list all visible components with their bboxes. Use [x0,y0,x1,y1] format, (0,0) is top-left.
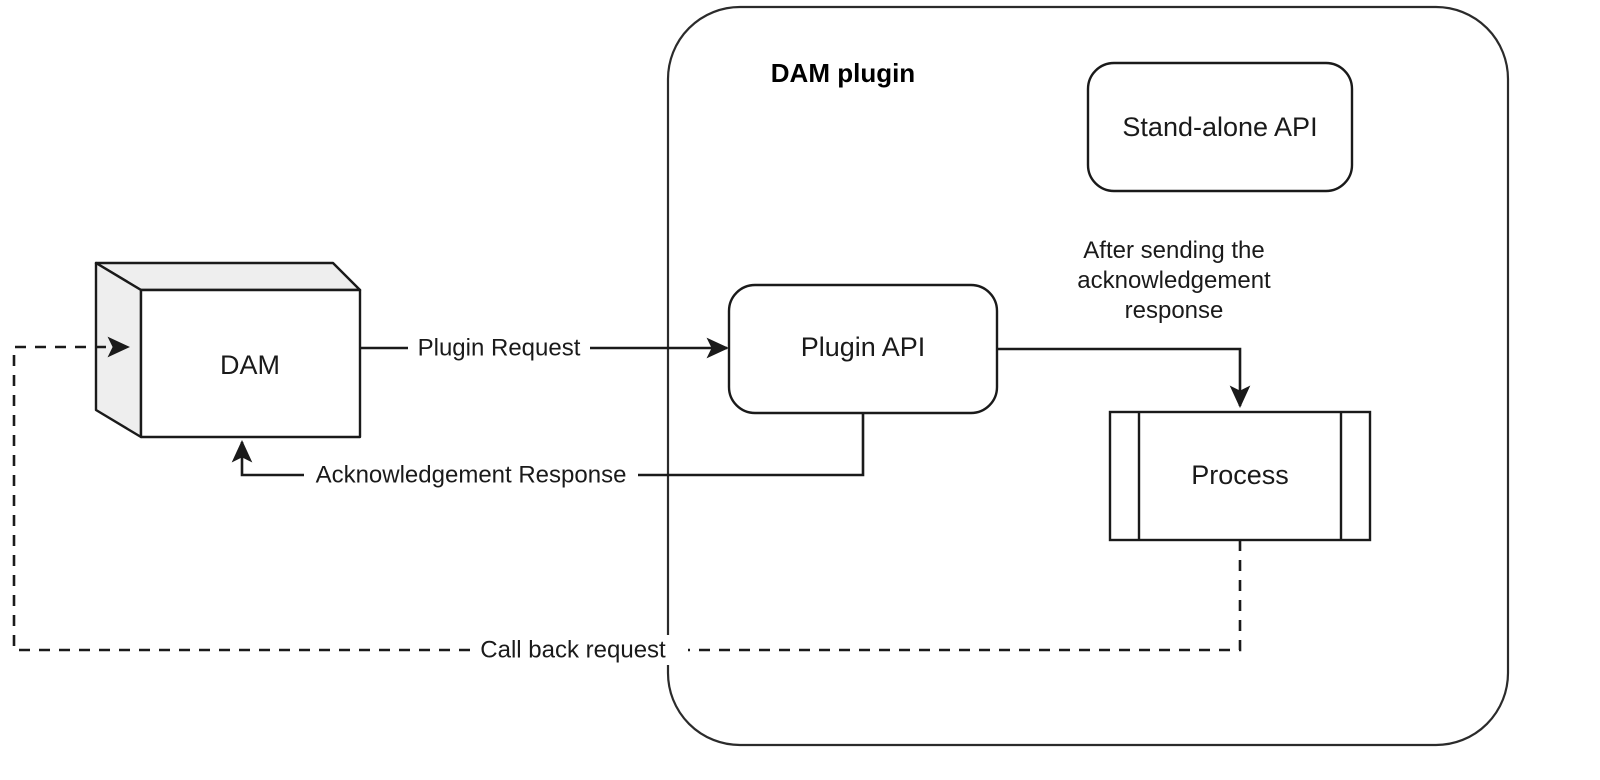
dam-cube-front-face [139,288,362,439]
node-standalone-api[interactable]: Stand-alone API [1086,61,1354,193]
node-dam[interactable]: DAM [94,261,362,439]
edge-after-ack[interactable]: After sending the acknowledgement respon… [997,237,1271,408]
after-ack-label-line-3: response [1125,297,1224,324]
node-plugin-api[interactable]: Plugin API [727,283,999,415]
node-process[interactable]: Process [1108,410,1372,542]
process-label: Process [1191,460,1289,490]
process-box [1108,410,1372,542]
edge-acknowledgement-response[interactable]: Acknowledgement Response [231,413,865,490]
dam-label: DAM [220,350,280,380]
after-ack-line [997,347,1251,408]
standalone-api-box [1086,61,1354,193]
edge-plugin-request[interactable]: Plugin Request [360,333,729,363]
acknowledgement-response-label: Acknowledgement Response [316,461,627,488]
acknowledgement-response-label-bg [304,460,638,490]
after-ack-label-line-1: After sending the [1083,237,1264,264]
dam-plugin-title: DAM plugin [771,58,915,88]
call-back-request-label: Call back request [480,636,666,663]
plugin-request-label-bg [408,333,590,363]
after-ack-label-line-2: acknowledgement [1077,267,1271,294]
call-back-request-label-bg [476,635,688,665]
dam-cube-left-face [94,261,143,439]
edge-call-back-request[interactable]: Call back request [12,336,1242,665]
plugin-api-label: Plugin API [801,332,926,362]
plugin-request-label: Plugin Request [418,334,581,361]
standalone-api-label: Stand-alone API [1122,112,1317,142]
